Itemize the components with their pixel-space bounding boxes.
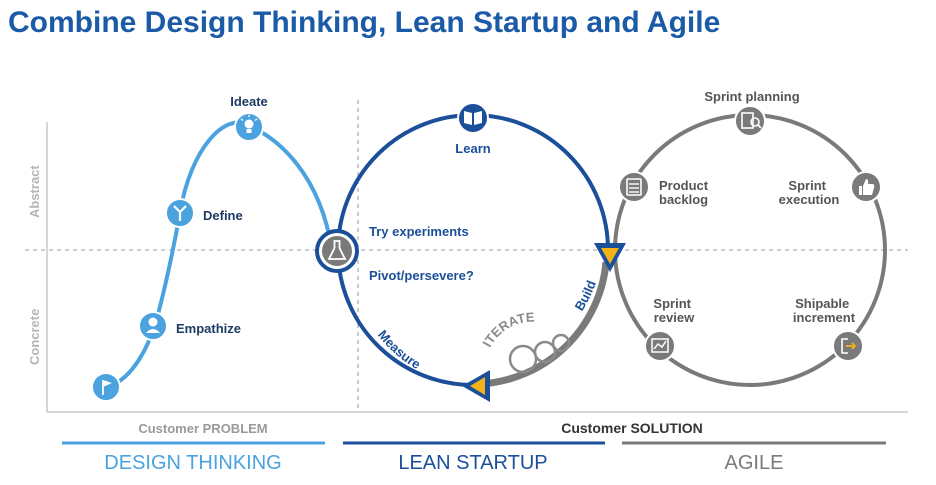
ideate-lightbulb-icon: [234, 112, 264, 142]
shipable-increment-label: Shipable increment: [793, 296, 856, 325]
empathize-person-icon: [138, 311, 168, 341]
sprint-review-label: Sprint review: [653, 296, 695, 325]
customer-problem-label: Customer PROBLEM: [138, 421, 267, 436]
shipable-increment-exit-icon: [832, 330, 864, 362]
build-measure-arc: [479, 261, 610, 388]
product-backlog-label: Product backlog: [659, 178, 712, 207]
page-title: Combine Design Thinking, Lean Startup an…: [8, 6, 721, 39]
design-thinking-title: DESIGN THINKING: [104, 452, 281, 474]
start-flag-icon: [91, 372, 121, 402]
axis-label-concrete: Concrete: [27, 309, 42, 365]
define-label: Define: [203, 208, 243, 223]
ideate-label: Ideate: [230, 94, 268, 109]
sprint-planning-icon: [734, 105, 766, 137]
learn-label: Learn: [455, 141, 490, 156]
sprint-execution-label: Sprint execution: [779, 178, 840, 207]
iterate-label: ITERATE: [479, 309, 535, 349]
sprint-review-chart-icon: [644, 330, 676, 362]
experiment-flask-icon: [315, 229, 359, 273]
iterate-loop-icon: [508, 333, 571, 374]
customer-solution-label: Customer SOLUTION: [561, 420, 703, 436]
pivot-persevere-label: Pivot/persevere?: [369, 268, 474, 283]
measure-arrow-icon: [462, 370, 490, 402]
axis-label-abstract: Abstract: [27, 165, 42, 218]
learn-book-icon: [457, 102, 489, 134]
define-arrows-icon: [165, 198, 195, 228]
design-thinking-curve: [103, 120, 334, 390]
build-arrow-icon: [594, 243, 626, 272]
agile-title: AGILE: [725, 452, 784, 474]
empathize-label: Empathize: [176, 321, 241, 336]
sprint-execution-thumbs-up-icon: [850, 171, 882, 203]
product-backlog-icon: [618, 171, 650, 203]
sprint-planning-label: Sprint planning: [704, 89, 799, 104]
try-experiments-label: Try experiments: [369, 224, 469, 239]
lean-startup-title: LEAN STARTUP: [398, 452, 547, 474]
